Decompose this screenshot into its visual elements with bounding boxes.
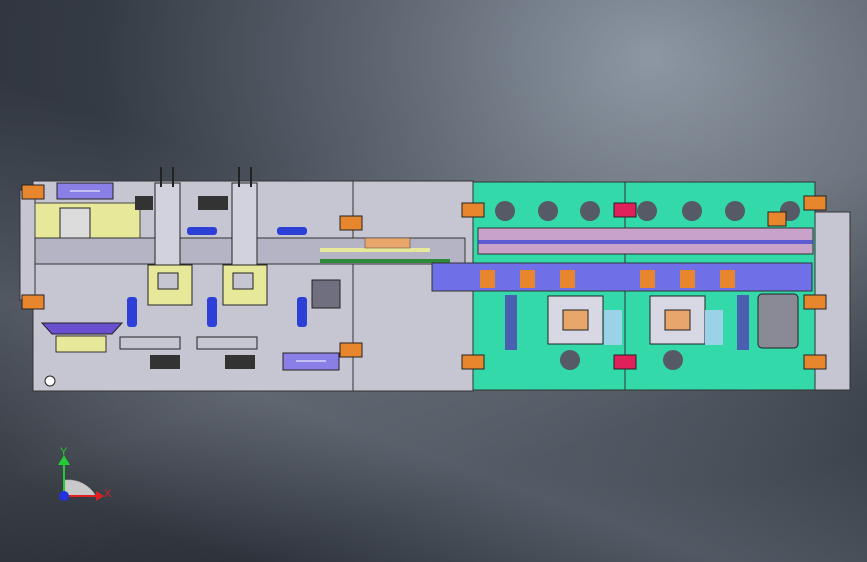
- curved-guide: [40, 322, 124, 335]
- tower-1: [154, 182, 181, 266]
- sensor-icon: [44, 375, 56, 387]
- slide-1: [604, 310, 622, 345]
- cylinder-1: [119, 336, 181, 350]
- x-axis-arrow: [96, 491, 104, 501]
- feeder-frame: [59, 207, 91, 244]
- rail-green: [320, 259, 450, 263]
- motor-2: [198, 196, 228, 210]
- tower-2: [231, 182, 258, 266]
- guide-2: [737, 295, 749, 350]
- machine-assembly[interactable]: [19, 167, 851, 392]
- blue-block-3: [297, 297, 307, 327]
- motor-1: [135, 196, 153, 210]
- blue-block-2: [207, 297, 217, 327]
- cylinder-2: [196, 336, 258, 350]
- blue-block-5: [277, 227, 307, 235]
- blue-block-1: [127, 297, 137, 327]
- axis-triad: Y X: [58, 446, 112, 501]
- bottom-plate: [55, 335, 107, 353]
- rail-yellow: [320, 248, 430, 252]
- y-axis-label: Y: [60, 446, 68, 458]
- blue-block-4: [187, 227, 217, 235]
- triad-arc: [63, 479, 97, 497]
- rail-orange: [364, 237, 411, 249]
- left-bracket: [19, 189, 36, 301]
- x-axis-label: X: [104, 488, 112, 500]
- guide-1: [505, 295, 517, 350]
- z-axis-dot: [59, 491, 69, 501]
- slide-2: [705, 310, 723, 345]
- right-panel: [757, 293, 799, 349]
- y-axis-arrow: [58, 455, 70, 465]
- clamp-unit: [311, 279, 341, 309]
- leveling-feet: [21, 184, 827, 370]
- transfer-rail: [431, 262, 813, 292]
